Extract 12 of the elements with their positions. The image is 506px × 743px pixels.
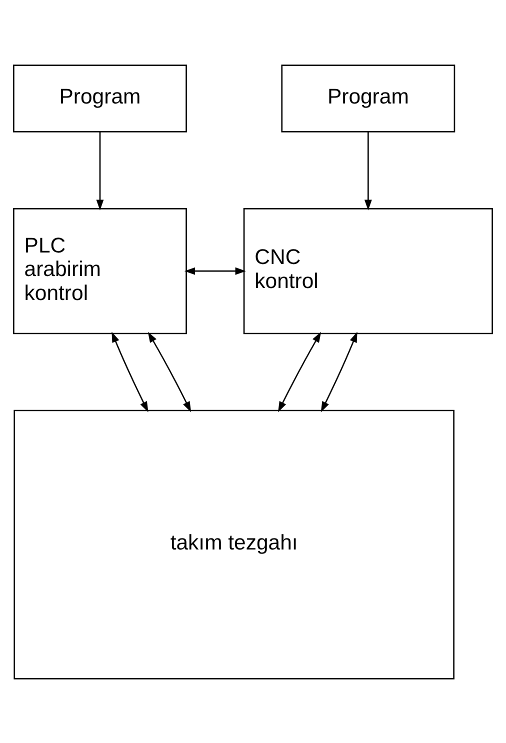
arrow: [112, 331, 148, 412]
arrow: [184, 266, 246, 274]
arrow: [96, 131, 104, 210]
arrow: [364, 131, 372, 210]
node-box: Program: [281, 64, 456, 132]
node-box: takım tezgahı: [14, 409, 454, 679]
node-box: CNC kontrol: [243, 208, 493, 334]
arrow: [148, 331, 192, 412]
node-box: Program: [13, 64, 187, 132]
node-box: PLC arabirim kontrol: [13, 208, 187, 334]
arrow: [278, 331, 322, 412]
arrow: [320, 331, 358, 412]
